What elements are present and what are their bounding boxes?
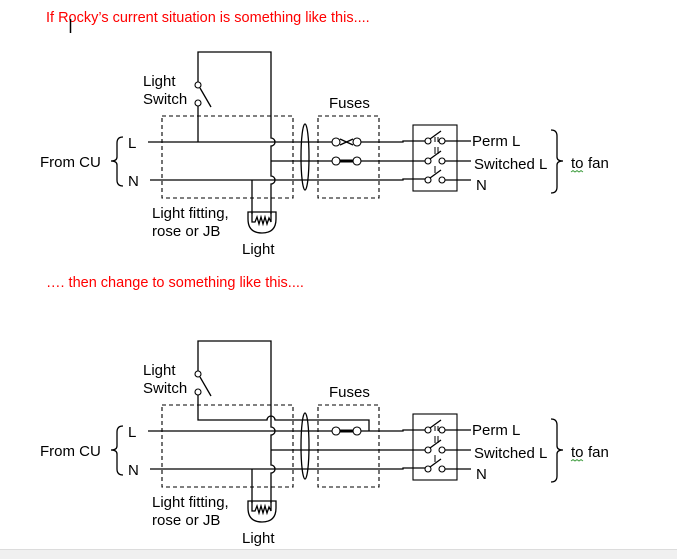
perm-l-label: Perm L	[472, 133, 520, 150]
switched-l-label: Switched L	[474, 156, 547, 173]
to-fan-label-to: to	[571, 444, 584, 461]
light-switch-label: Switch	[143, 380, 187, 397]
switch-return-wire	[197, 340, 276, 503]
fuse-icon	[331, 156, 362, 166]
light-switch-label: Switch	[143, 91, 187, 108]
fan-brace	[550, 418, 564, 483]
diagram-current-wiring: Light Switch Fuses L N From CU Light fit…	[40, 51, 609, 258]
to-fan-label-fan: fan	[588, 155, 609, 172]
isolator-switch-icon	[424, 130, 446, 184]
to-fan-label-to: to	[571, 155, 584, 172]
light-fitting-label: Light fitting,	[152, 494, 229, 511]
light-label: Light	[242, 530, 275, 547]
diagram-proposed-wiring: Light Switch Fuses L N From CU Light fit…	[40, 340, 609, 547]
fan-neutral-label: N	[476, 177, 487, 194]
light-fitting-label: rose or JB	[152, 223, 220, 240]
switch-return-wire	[197, 51, 276, 214]
grammar-squiggle-icon	[570, 169, 584, 173]
isolator-outputs	[445, 140, 471, 181]
light-switch-icon	[194, 81, 212, 108]
light-fitting-box	[161, 404, 294, 488]
fuse-icon	[331, 426, 362, 436]
light-fitting-label: Light fitting,	[152, 205, 229, 222]
neutral-wire	[150, 178, 425, 181]
neutral-label: N	[128, 462, 139, 479]
isolator-outputs	[445, 429, 471, 470]
fuses-box	[317, 115, 380, 199]
fuses-label: Fuses	[329, 384, 370, 401]
cable-sheath-icon	[300, 123, 310, 191]
light-switch-label: Light	[143, 73, 176, 90]
live-label: L	[128, 424, 136, 441]
switched-l-label: Switched L	[474, 445, 547, 462]
live-label: L	[128, 135, 136, 152]
fan-brace	[550, 129, 564, 194]
grammar-squiggle-icon	[570, 458, 584, 462]
cu-brace	[110, 136, 124, 187]
light-label: Light	[242, 241, 275, 258]
isolator-inputs	[413, 429, 425, 469]
neutral-label: N	[128, 173, 139, 190]
light-switch-icon	[194, 370, 212, 397]
fuses-label: Fuses	[329, 95, 370, 112]
to-fan-label-fan: fan	[588, 444, 609, 461]
fuses-box	[317, 404, 380, 488]
perm-l-label: Perm L	[472, 422, 520, 439]
from-cu-label: From CU	[40, 154, 101, 171]
live-wire	[148, 140, 425, 143]
caption-change: …. then change to something like this...…	[46, 275, 304, 291]
cable-sheath-icon	[300, 412, 310, 480]
from-cu-label: From CU	[40, 443, 101, 460]
light-fitting-label: rose or JB	[152, 512, 220, 529]
light-bulb-icon	[247, 211, 277, 234]
switch-feed-wire	[197, 395, 370, 431]
light-fitting-box	[161, 115, 294, 199]
light-bulb-icon	[247, 500, 277, 523]
neutral-wire	[150, 467, 425, 470]
isolator-inputs	[413, 140, 425, 180]
caption-current: If Rocky’s current situation is somethin…	[46, 10, 370, 26]
live-wire	[148, 429, 425, 432]
cu-brace	[110, 425, 124, 476]
window-bottom-bar	[0, 549, 677, 559]
fan-neutral-label: N	[476, 466, 487, 483]
light-switch-label: Light	[143, 362, 176, 379]
fuse-icon	[331, 137, 362, 147]
